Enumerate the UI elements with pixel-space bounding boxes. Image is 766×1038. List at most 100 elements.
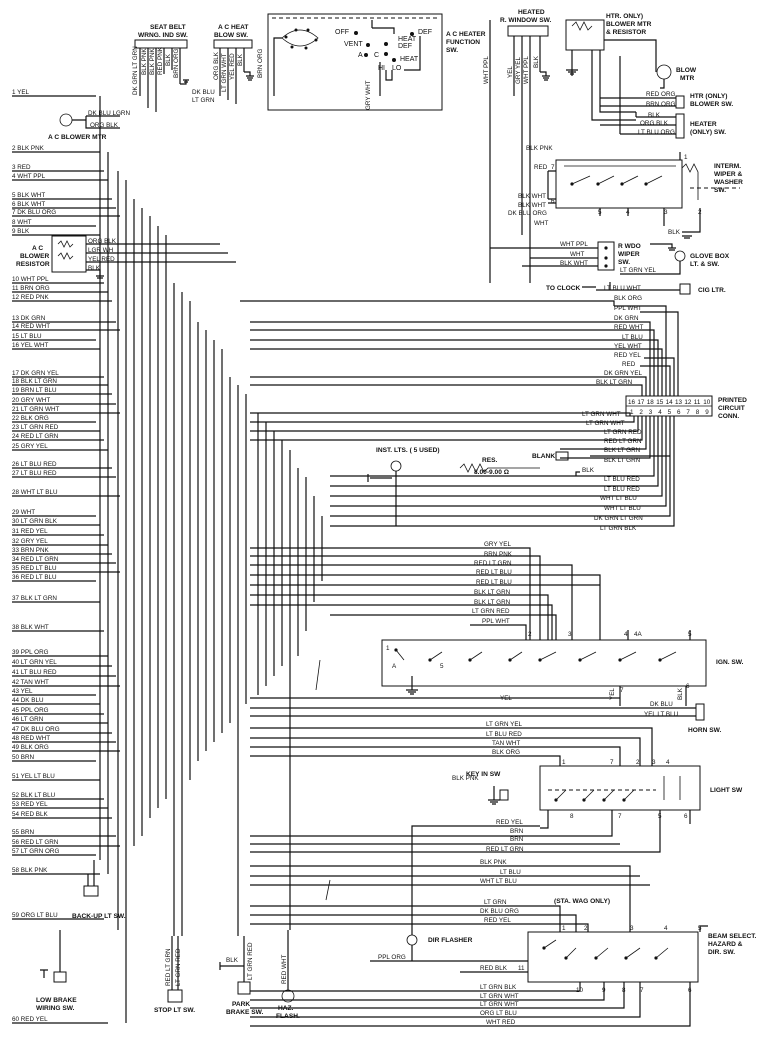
pos-lo: LO	[392, 65, 402, 72]
ign-yel-v-label: YEL	[609, 688, 616, 700]
seat-belt-connector	[134, 39, 188, 49]
svg-text:7: 7	[618, 813, 622, 820]
dir-flasher-label: DIR FLASHER	[428, 937, 473, 944]
connector-line-47: 47 DK BLU ORG	[12, 726, 60, 733]
connector-line-48: 48 RED WHT	[12, 735, 50, 742]
wiper-wht-label: WHT	[534, 220, 548, 227]
pos-heat: HEAT	[400, 56, 419, 63]
bs-lt-blu-label: LT BLU	[500, 869, 521, 876]
ls-blk-pnk-label: BLK PNK	[452, 775, 479, 782]
heater-only-label-1: HEATER	[690, 121, 717, 128]
wht-lt-blu-r-label: WHT LT BLU	[600, 495, 637, 502]
connector-line-15: 15 LT BLU	[12, 333, 42, 340]
back-up-lt-switch: BACK-UP LT SW.	[72, 860, 126, 920]
bs-red-blk-label: RED BLK	[480, 965, 508, 972]
pc-bottom-pin: 9	[705, 409, 709, 416]
yel-wht-r-label: YEL WHT	[614, 343, 642, 350]
connector-line-44: 44 DK BLU	[12, 697, 44, 704]
pos-off: OFF	[335, 29, 349, 36]
svg-text:8: 8	[570, 813, 574, 820]
connector-line-8: 8 WHT	[12, 219, 32, 226]
connector-line-58: 58 BLK PNK	[12, 867, 48, 874]
hw-wire-3: WHT PPL	[523, 56, 530, 84]
htr-only-label-1: HTR (ONLY)	[690, 93, 728, 100]
low-brake-label-2: WIRING SW.	[36, 1005, 75, 1012]
connector-line-20: 20 GRY WHT	[12, 397, 50, 404]
beam-label-2: HAZARD &	[708, 941, 743, 948]
pos-hi: HI	[378, 65, 385, 72]
sta-wag-label: (STA. WAG ONLY)	[554, 898, 610, 905]
cig-ltr-label: CIG LTR.	[698, 287, 726, 294]
wht-ppl-v-label: WHT PPL	[483, 56, 490, 84]
ac-blower-resistor: A C BLOWER RESISTOR	[16, 235, 236, 279]
svg-text:4: 4	[666, 759, 670, 766]
connector-line-9: 9 BLK	[12, 228, 30, 235]
svg-text:1: 1	[562, 925, 566, 932]
bs-red-yel-label: RED YEL	[484, 917, 511, 924]
heated-label-1: HEATED	[518, 9, 545, 16]
svg-text:7: 7	[551, 164, 555, 171]
connector-line-56: 56 RED LT GRN	[12, 839, 59, 846]
connector-line-19: 19 BRN LT BLU	[12, 387, 57, 394]
connector-line-38: 38 BLK WHT	[12, 624, 49, 631]
htr-blower-label-3: & RESISTOR	[606, 29, 646, 36]
connector-line-45: 45 PPL ORG	[12, 707, 49, 714]
stop-wire-1: RED LT GRN	[165, 948, 172, 986]
svg-text:3: 3	[630, 925, 634, 932]
wiper-dk-blu-org-label: DK BLU ORG	[508, 210, 547, 217]
ign-blk-lt-grn1-label: BLK LT GRN	[474, 589, 511, 596]
ac-wire-1: ORG BLK	[213, 51, 220, 80]
ls-red-lt-grn-label: RED LT GRN	[486, 846, 524, 853]
ls-lt-grn-yel-label: LT GRN YEL	[486, 721, 523, 728]
lt-blu-org-label: LT BLU ORG	[638, 129, 675, 136]
connector-line-25: 25 GRY YEL	[12, 443, 48, 450]
red-org-label: RED ORG	[646, 91, 675, 98]
seat-wire-1: DK GRN LT GRN	[132, 46, 139, 95]
res-yel-red-label: YEL RED	[88, 256, 115, 263]
connector-line-5: 5 BLK WHT	[12, 192, 45, 199]
ls-lt-blu-red-label: LT BLU RED	[486, 731, 522, 738]
svg-text:A: A	[392, 663, 397, 670]
connector-line-11: 11 BRN ORG	[12, 285, 50, 292]
pos-a: A	[358, 52, 363, 59]
connector-line-6: 6 BLK WHT	[12, 201, 45, 208]
blk-org-r-label: BLK ORG	[614, 295, 642, 302]
interm-label-3: WASHER	[714, 179, 743, 186]
ls-red-yel-label: RED YEL	[496, 819, 523, 826]
pos-def: DEF	[418, 29, 432, 36]
park-brake-label-2: BRAKE SW.	[226, 1009, 264, 1016]
connector-line-52: 52 BLK LT BLU	[12, 792, 56, 799]
to-clock-label: TO CLOCK	[546, 285, 581, 292]
ac-wire-3: YEL RED	[229, 53, 236, 80]
beam-label-3: DIR. SW.	[708, 949, 735, 956]
horn-sw-label: HORN SW.	[688, 727, 722, 734]
blow-mtr-label-1: BLOW	[676, 67, 697, 74]
connector-line-41: 41 LT BLU RED	[12, 669, 57, 676]
ign-gry-yel-label: GRY YEL	[484, 541, 511, 548]
connector-line-40: 40 LT GRN YEL	[12, 659, 57, 666]
bs-wht-red-label: WHT RED	[486, 1019, 516, 1026]
htr-blower-label-1: HTR. ONLY)	[606, 13, 643, 20]
connector-line-24: 24 RED LT GRN	[12, 433, 59, 440]
seat-belt-label-1: SEAT BELT	[150, 24, 186, 31]
htr-only-label-2: BLOWER SW.	[690, 101, 733, 108]
pc-top-pin: 12	[684, 399, 692, 406]
ign-blk-v-label: BLK	[677, 687, 684, 700]
low-brake-wiring-switch: LOW BRAKE WIRING SW.	[36, 930, 77, 1012]
pc-top-pin: 16	[628, 399, 636, 406]
connector-line-55: 55 BRN	[12, 829, 35, 836]
connector-line-27: 27 LT BLU RED	[12, 470, 57, 477]
htr-blower-label-2: BLOWER MTR	[606, 21, 652, 28]
pc-label-1: PRINTED	[718, 397, 747, 404]
bs-lt-grn-label: LT GRN	[484, 899, 507, 906]
svg-text:2: 2	[584, 925, 588, 932]
svg-text:3: 3	[568, 631, 572, 638]
svg-text:7: 7	[640, 987, 644, 994]
res-lgr-wh-label: LGR WH	[88, 247, 114, 254]
svg-text:7: 7	[620, 687, 624, 694]
rwdo-label-1: R WDO	[618, 243, 641, 250]
connector-line-26: 26 LT BLU RED	[12, 461, 57, 468]
ac-heat-blower-switch: A C HEAT BLOW SW.	[213, 24, 254, 104]
lt-grn-bot-label: LT GRN	[192, 97, 215, 104]
